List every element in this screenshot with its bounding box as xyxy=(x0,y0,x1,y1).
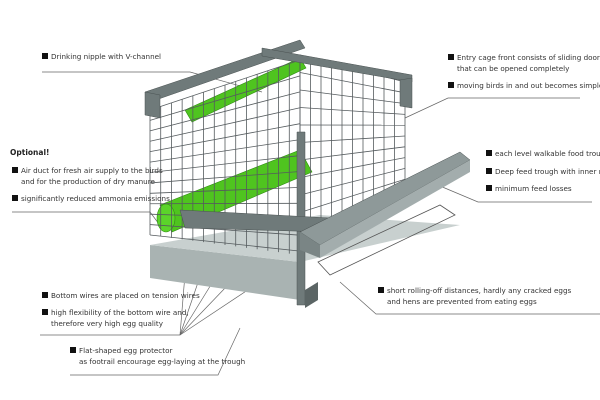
wire xyxy=(299,72,406,94)
wire xyxy=(299,107,406,115)
wire xyxy=(299,146,406,161)
wire xyxy=(149,75,301,121)
text: Flat-shaped egg protector xyxy=(79,346,173,355)
text: therefore very high egg quality xyxy=(51,319,163,328)
label-flexibility: high flexibility of the bottom wire and,… xyxy=(42,307,189,329)
label-moving-birds: moving birds in and out becomes simple xyxy=(448,80,600,91)
wire xyxy=(299,157,406,178)
label-ammonia: significantly reduced ammonia emissions xyxy=(12,193,170,204)
wire xyxy=(149,224,301,236)
wire xyxy=(149,155,301,173)
label-feed-losses: minimum feed losses xyxy=(486,183,572,194)
label-egg-protector: Flat-shaped egg protector as footrail enc… xyxy=(70,345,245,367)
label-rolling-off: short rolling-off distances, hardly any … xyxy=(378,285,571,307)
text: high flexibility of the bottom wire and, xyxy=(51,308,189,317)
label-walkable: each level walkable food trough xyxy=(486,148,600,159)
wire xyxy=(149,187,301,194)
text: moving birds in and out becomes simple xyxy=(457,81,600,90)
text: Entry cage front consists of sliding doo… xyxy=(457,53,600,62)
wire xyxy=(299,168,406,196)
text: Air duct for fresh air supply to the bir… xyxy=(21,166,163,175)
wire xyxy=(149,123,301,153)
text: Bottom wires are placed on tension wires xyxy=(51,291,200,300)
text: minimum feed losses xyxy=(495,184,572,193)
text: significantly reduced ammonia emissions xyxy=(21,194,170,203)
text: that can be opened completely xyxy=(457,64,570,73)
text: and hens are prevented from eating eggs xyxy=(387,297,537,306)
text: and for the production of dry manure xyxy=(21,177,155,186)
label-entry-cage: Entry cage front consists of sliding doo… xyxy=(448,52,600,74)
label-air-duct: Air duct for fresh air supply to the bir… xyxy=(12,165,163,187)
label-optional: Optional! xyxy=(10,148,50,157)
text: each level walkable food trough xyxy=(495,149,600,158)
text: Deep feed trough with inner rim xyxy=(495,167,600,176)
frame xyxy=(144,39,413,306)
floor-tray xyxy=(150,245,300,300)
label-drinking-nipple: Drinking nipple with V-channel xyxy=(42,51,161,62)
wire xyxy=(149,91,301,132)
wire xyxy=(149,59,301,111)
wire xyxy=(149,171,301,184)
egg-protector xyxy=(317,204,456,276)
text: short rolling-off distances, hardly any … xyxy=(387,286,572,295)
wire xyxy=(149,139,301,163)
wire xyxy=(149,107,301,142)
label-deep-trough: Deep feed trough with inner rim xyxy=(486,166,600,177)
text: Drinking nipple with V-channel xyxy=(51,52,162,61)
label-bottom-wires: Bottom wires are placed on tension wires xyxy=(42,290,200,301)
drinking-pipe xyxy=(184,57,307,123)
text: as footrail encourage egg-laying at the … xyxy=(79,357,246,366)
wire xyxy=(299,135,406,143)
wire xyxy=(299,89,406,104)
wire xyxy=(149,234,301,252)
wire xyxy=(299,178,406,213)
